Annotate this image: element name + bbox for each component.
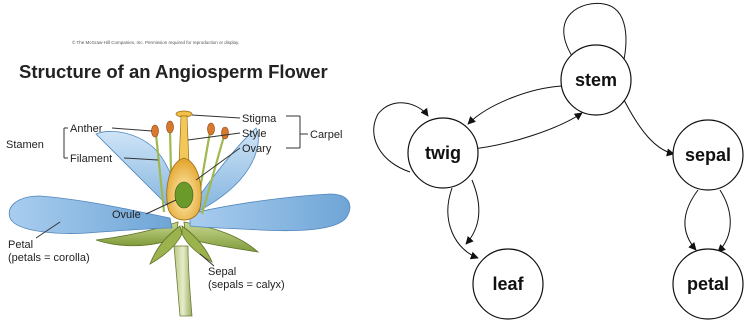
label-ovary: Ovary xyxy=(242,143,272,155)
graph-diagram: stem twig sepal leaf petal xyxy=(374,3,743,319)
node-twig-label: twig xyxy=(425,143,461,163)
label-stamen: Stamen xyxy=(6,139,44,151)
node-leaf: leaf xyxy=(473,249,543,319)
edge-sepal-to-petal xyxy=(685,190,698,250)
label-stigma: Stigma xyxy=(242,113,277,125)
label-sepal-note: (sepals = calyx) xyxy=(208,279,285,291)
edge-sepal-to-petal-2 xyxy=(718,190,730,252)
label-ovule: Ovule xyxy=(112,209,141,221)
edge-twig-to-stem xyxy=(464,113,582,150)
node-petal-label: petal xyxy=(687,274,729,294)
flower-stem xyxy=(174,246,192,316)
edge-twig-to-leaf-2 xyxy=(448,188,478,258)
node-petal: petal xyxy=(673,249,743,319)
figure-title: Structure of an Angiosperm Flower xyxy=(19,61,328,82)
edge-stem-to-sepal xyxy=(622,96,674,154)
label-petal-note: (petals = corolla) xyxy=(8,252,90,264)
label-style: Style xyxy=(242,128,266,140)
node-twig: twig xyxy=(408,118,478,188)
label-filament: Filament xyxy=(70,153,112,165)
node-stem: stem xyxy=(561,45,631,115)
flower-illustration: © The McGraw-Hill Companies, Inc. Permis… xyxy=(6,39,350,316)
petal-left xyxy=(9,196,172,233)
label-anther: Anther xyxy=(70,123,103,135)
node-sepal-label: sepal xyxy=(685,145,731,165)
node-stem-label: stem xyxy=(575,70,617,90)
label-sepal: Sepal xyxy=(208,266,236,278)
copyright-notice: © The McGraw-Hill Companies, Inc. Permis… xyxy=(72,39,239,45)
label-petal: Petal xyxy=(8,239,33,251)
node-sepal: sepal xyxy=(673,120,743,190)
edge-twig-to-leaf xyxy=(466,180,479,244)
node-leaf-label: leaf xyxy=(492,274,524,294)
edge-stem-to-twig xyxy=(468,86,562,124)
label-carpel: Carpel xyxy=(310,129,342,141)
